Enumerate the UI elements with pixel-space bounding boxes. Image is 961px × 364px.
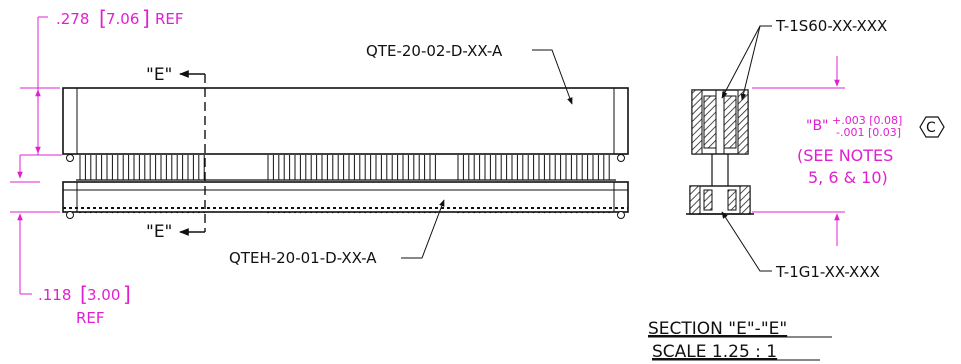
upper-part-label: QTE-20-02-D-XX-A xyxy=(366,42,503,60)
section-marker-bottom: "E" xyxy=(146,222,172,242)
svg-text:[: [ xyxy=(80,282,88,306)
dim-bottom-inch: .118 xyxy=(38,286,71,304)
section-marker-top: "E" xyxy=(146,65,172,85)
notes-line1: (SEE NOTES xyxy=(797,146,893,165)
main-view: "E" "E" QTE-20-02-D-XX-A QTEH-20-01-D-XX… xyxy=(10,6,629,327)
gap-b-tol-minus: -.001 [0.03] xyxy=(836,126,901,139)
svg-text:[: [ xyxy=(99,6,107,30)
dim-top-inch: .278 xyxy=(56,10,89,28)
lower-part-label: QTEH-20-01-D-XX-A xyxy=(229,249,377,267)
dim-bottom-mm: 3.00 xyxy=(87,286,120,304)
section-title-line2: SCALE 1.25 : 1 xyxy=(652,342,777,362)
section-bottom-label: T-1G1-XX-XXX xyxy=(775,263,880,281)
dim-top-ref: REF xyxy=(155,10,184,28)
upper-connector-body xyxy=(62,87,629,155)
gap-b-hexagon-icon xyxy=(919,116,945,138)
gap-b-label: "B" xyxy=(806,118,828,134)
dim-bottom-ref: REF xyxy=(76,309,105,327)
gap-b-tol-plus: +.003 [0.08] xyxy=(832,114,902,127)
section-title-line1: SECTION "E"-"E" xyxy=(648,319,787,339)
section-view: T-1S60-XX-XXX T-1G1-XX-XXX "B" +.003 [0.… xyxy=(648,17,945,362)
section-top-label: T-1S60-XX-XXX xyxy=(775,17,887,35)
gap-b-symbol: C xyxy=(926,120,936,136)
svg-text:]: ] xyxy=(123,282,131,306)
svg-text:]: ] xyxy=(142,6,150,30)
notes-line2: 5, 6 & 10) xyxy=(808,168,888,187)
dim-top-mm: 7.06 xyxy=(106,10,139,28)
